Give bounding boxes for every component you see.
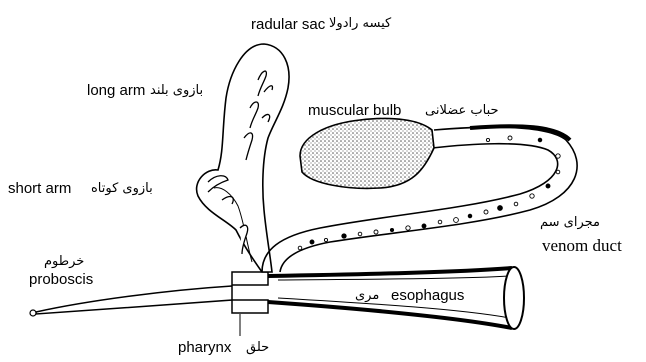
radular-sac-label-fa: کیسه رادولا [329,17,391,30]
venom-duct-label-fa: مجرای سم [540,216,600,229]
pharynx-box-upper [232,272,268,285]
esophagus-lower-wall [268,302,512,328]
short-arm-label-fa: بازوی کوتاه [91,182,153,195]
esophagus-label-fa: مری [355,289,379,302]
proboscis-label-en: proboscis [29,272,93,287]
long-arm-label-fa: بازوی بلند [150,84,203,97]
venom-duct-label-en: venom duct [542,237,622,254]
pharynx-label-fa: حلق [246,341,269,354]
muscular-bulb [300,118,434,188]
proboscis-tip [30,310,36,316]
esophagus-opening [504,267,524,329]
venom-duct-thick-segment [470,126,570,140]
pharynx-box-lower [232,300,268,313]
radular-sac-label-en: radular sac [251,17,325,32]
short-arm-label-en: short arm [8,181,71,196]
proboscis-label-fa: خرطوم [44,255,84,268]
muscular-bulb-label-en: muscular bulb [308,103,401,118]
esophagus-label-en: esophagus [391,288,464,303]
esophagus-upper-wall [268,268,512,276]
pharynx-label-en: pharynx [178,340,231,355]
long-arm-label-en: long arm [87,83,145,98]
muscular-bulb-label-fa: حباب عضلانی [425,104,499,117]
proboscis-shape [36,286,232,314]
